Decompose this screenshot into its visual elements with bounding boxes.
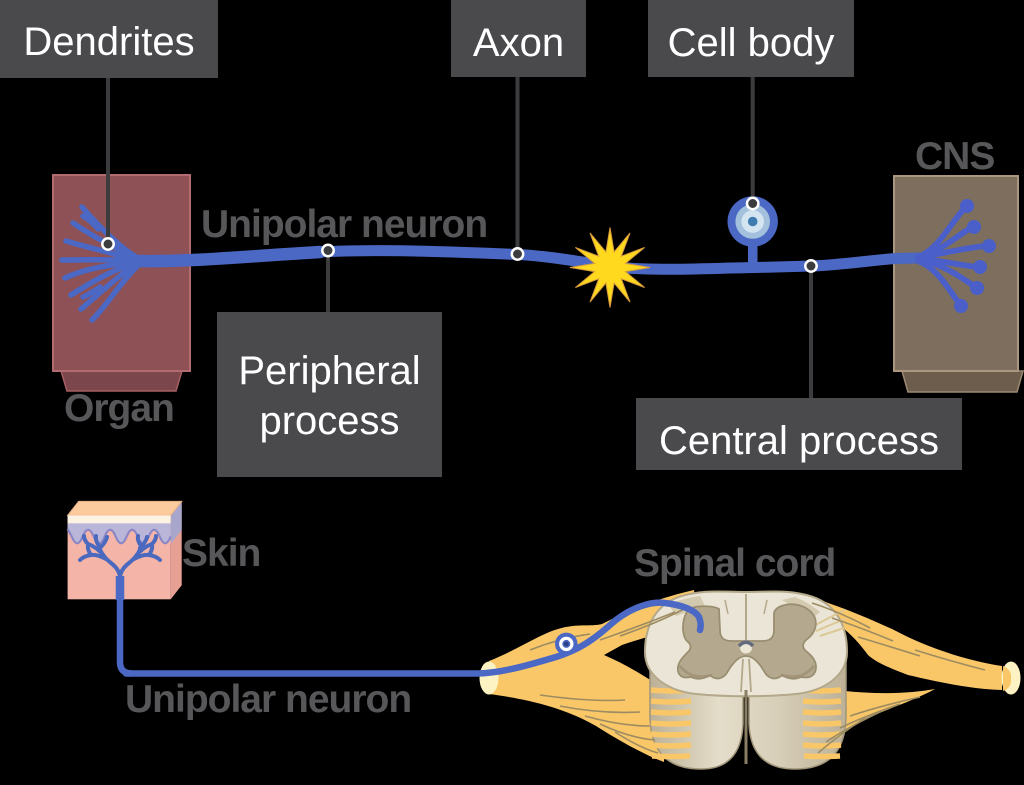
svg-text:Spinal cord: Spinal cord xyxy=(634,542,835,585)
svg-text:Peripheral: Peripheral xyxy=(238,349,420,393)
svg-text:Organ: Organ xyxy=(64,387,174,430)
svg-text:CNS: CNS xyxy=(915,135,994,178)
svg-text:Unipolar neuron: Unipolar neuron xyxy=(125,678,411,721)
svg-text:Unipolar neuron: Unipolar neuron xyxy=(201,203,487,246)
svg-text:Skin: Skin xyxy=(182,532,260,575)
svg-text:Cell body: Cell body xyxy=(668,21,835,65)
svg-text:Axon: Axon xyxy=(473,21,564,65)
svg-text:Dendrites: Dendrites xyxy=(23,20,194,64)
svg-text:Central process: Central process xyxy=(659,419,939,463)
svg-text:process: process xyxy=(259,399,399,443)
